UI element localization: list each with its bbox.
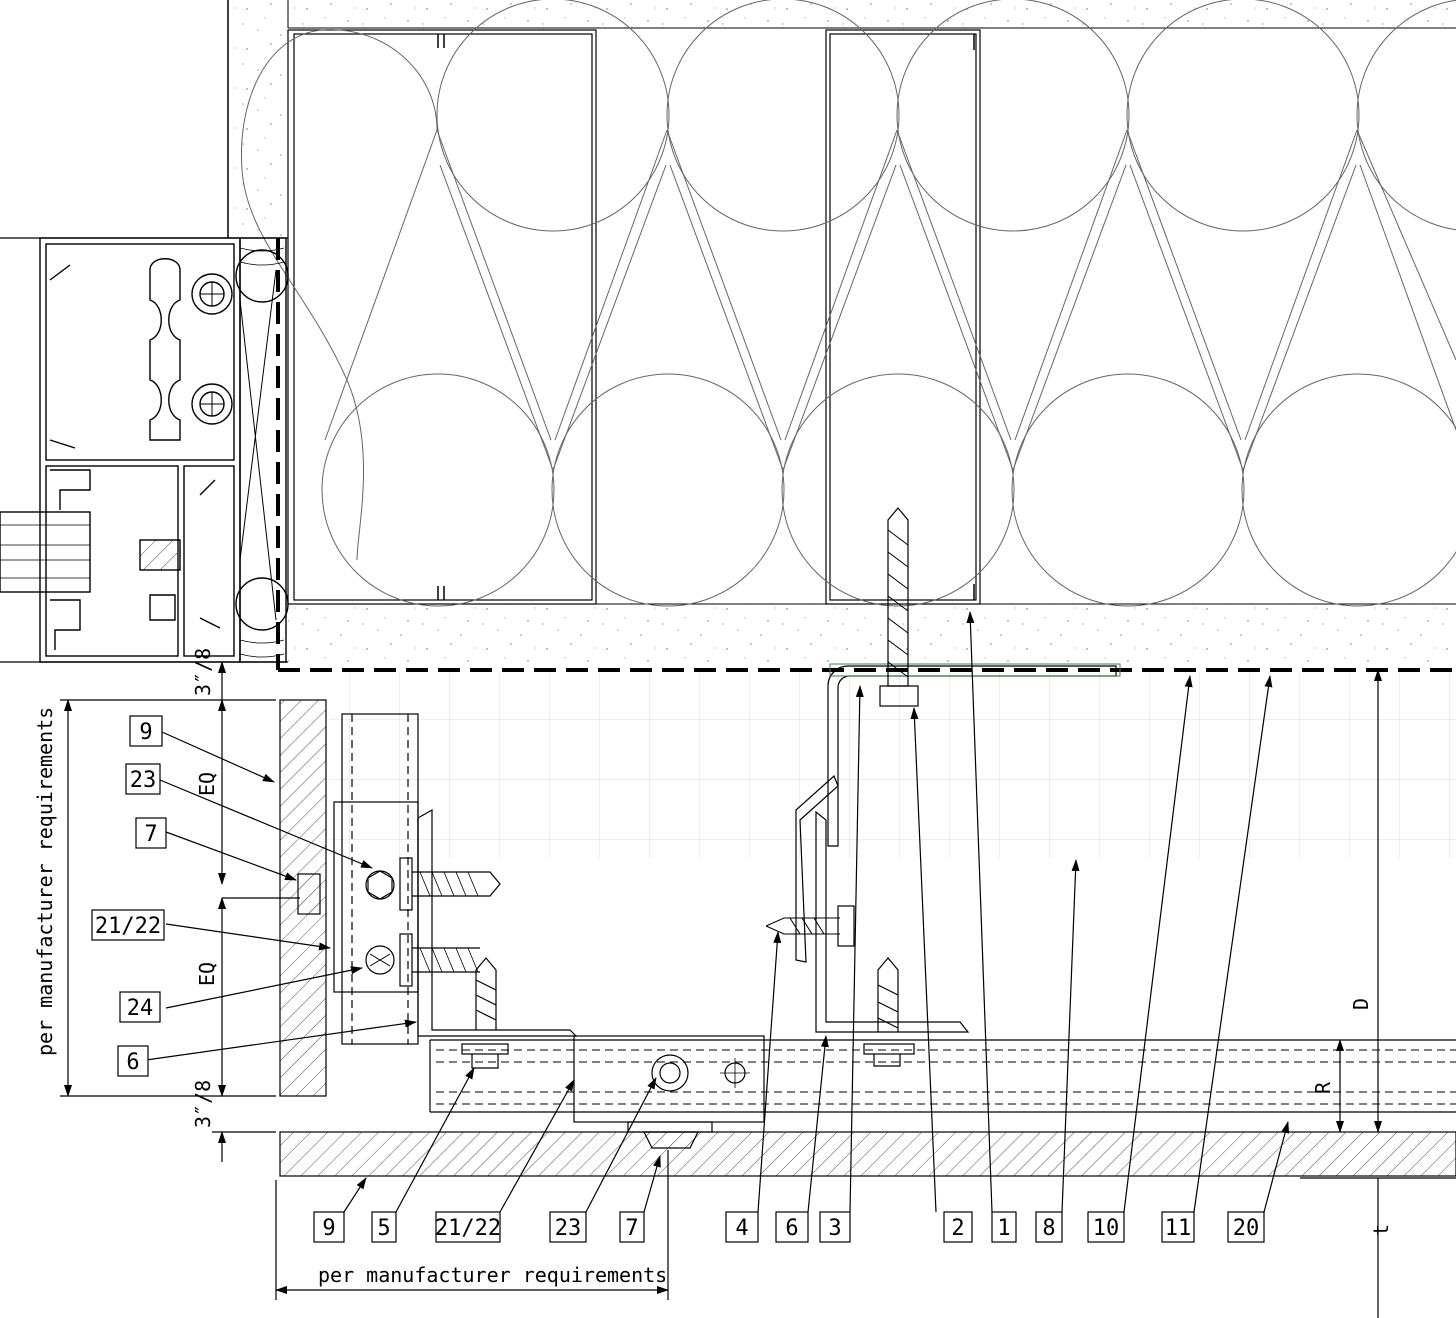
left-tag-box: [117, 1045, 149, 1077]
bottom-tag-label: 10: [1093, 1216, 1120, 1241]
bottom-tag-label: 6: [785, 1216, 798, 1241]
left-tag: 9: [129, 715, 163, 747]
bottom-tag-box: [725, 1211, 759, 1243]
bottom-tag: 1: [991, 1211, 1017, 1243]
bottom-tag-label: 3: [828, 1216, 841, 1241]
left-tag-label: 7: [144, 822, 157, 847]
left-tag-box: [135, 817, 167, 849]
bottom-tag: 7: [619, 1211, 645, 1243]
d-dimension-text: D: [1349, 998, 1373, 1010]
bottom-dimension-text: per manufacturer requirements: [318, 1263, 667, 1287]
gap-top-text: 3″/8: [191, 648, 215, 696]
bottom-tag-label: 4: [735, 1216, 748, 1241]
left-tag-label: 23: [130, 768, 157, 793]
eq-lower-text: EQ: [195, 962, 219, 986]
vertical-rail: [297, 713, 578, 1069]
bottom-tag-box: [313, 1211, 345, 1243]
bottom-tag-box: [1227, 1211, 1265, 1243]
bottom-tag: 5: [371, 1211, 397, 1243]
bottom-tag-label: 23: [555, 1216, 582, 1241]
insulation-batt: [240, 0, 1456, 607]
left-tag-box: [129, 715, 163, 747]
air-cavity: [330, 672, 1456, 858]
bottom-tag-label: 21/22: [435, 1216, 501, 1241]
left-tag: 6: [117, 1045, 149, 1077]
bottom-tag: 10: [1087, 1211, 1125, 1243]
bottom-tag-box: [549, 1211, 587, 1243]
bottom-tag-label: 2: [951, 1216, 964, 1241]
bottom-tag-label: 11: [1165, 1216, 1192, 1241]
wall-bracket: [765, 507, 1121, 1067]
bottom-tag: 2: [943, 1211, 973, 1243]
bottom-tag-box: [1087, 1211, 1125, 1243]
eq-upper-text: EQ: [195, 772, 219, 796]
left-tag-label: 9: [139, 720, 152, 745]
bottom-tag-box: [819, 1211, 851, 1243]
bottom-tag-label: 7: [625, 1216, 638, 1241]
stud-frame: [287, 29, 981, 605]
bottom-tags: 9 5 21/22 23 7 4 6 3 2 1 8 10 11 20: [313, 1211, 1265, 1243]
left-tag-box: [91, 909, 165, 941]
left-tag-box: [125, 763, 161, 795]
left-tag-label: 21/22: [95, 914, 161, 939]
substrate-wall: [227, 0, 1456, 662]
bottom-tag-label: 1: [997, 1216, 1010, 1241]
left-tag: 7: [135, 817, 167, 849]
left-tag: 24: [119, 991, 161, 1023]
bottom-tag-box: [775, 1211, 809, 1243]
left-tag-box: [119, 991, 161, 1023]
leader-lines: [145, 611, 1290, 1213]
bottom-tag-box: [1161, 1211, 1195, 1243]
bottom-tag: 3: [819, 1211, 851, 1243]
bottom-tag: 6: [775, 1211, 809, 1243]
horizontal-rail: [429, 1035, 1456, 1149]
bottom-tag-box: [371, 1211, 397, 1243]
bottom-tag-box: [991, 1211, 1017, 1243]
bottom-tag-label: 9: [322, 1216, 335, 1241]
left-dimension-text: per manufacturer requirements: [33, 707, 57, 1056]
bottom-tag-box: [619, 1211, 645, 1243]
bottom-tag: 23: [549, 1211, 587, 1243]
gap-bottom-text: 3″/8: [191, 1080, 215, 1128]
left-tag-label: 24: [127, 996, 154, 1021]
bottom-tag-box: [1035, 1211, 1063, 1243]
bottom-tag: 9: [313, 1211, 345, 1243]
bottom-tag: 20: [1227, 1211, 1265, 1243]
bottom-tag-label: 5: [377, 1216, 390, 1241]
bottom-tag: 11: [1161, 1211, 1195, 1243]
window-frame: [0, 237, 289, 663]
bottom-tag: 8: [1035, 1211, 1063, 1243]
t-dimension-text: t: [1369, 1224, 1393, 1236]
bottom-tag-box: [435, 1211, 501, 1243]
left-tags: 9 23 7 21/22 24 6: [91, 715, 167, 1077]
dimension-lines: [60, 661, 1456, 1318]
bottom-tag-box: [943, 1211, 973, 1243]
bottom-tag: 4: [725, 1211, 759, 1243]
cladding-panel: [279, 699, 1456, 1177]
left-tag: 23: [125, 763, 161, 795]
weather-membrane: [276, 238, 1456, 672]
left-tag: 21/22: [91, 909, 165, 941]
bottom-tag-label: 20: [1233, 1216, 1260, 1241]
bottom-tag-label: 8: [1042, 1216, 1055, 1241]
r-dimension-text: R: [1311, 1081, 1335, 1094]
left-tag-label: 6: [126, 1050, 139, 1075]
bottom-tag: 21/22: [435, 1211, 501, 1243]
